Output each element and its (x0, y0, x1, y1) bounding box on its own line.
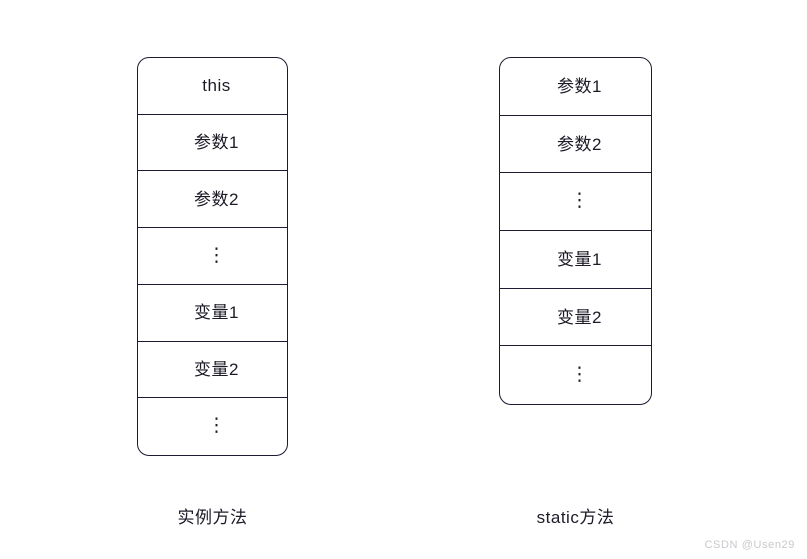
static-method-stack: 参数1 参数2 ⋮ 变量1 变量2 ⋮ (499, 57, 652, 405)
vertical-ellipsis-icon: ⋮ (207, 244, 226, 266)
stack-cell-label: 参数2 (557, 134, 602, 154)
vertical-ellipsis-icon: ⋮ (570, 190, 589, 212)
stack-cell-label: 变量1 (557, 249, 602, 269)
stack-cell-label: 变量2 (194, 359, 239, 379)
stack-cell-param-ellipsis: ⋮ (138, 228, 287, 285)
stack-cell-param-1: 参数1 (138, 115, 287, 172)
stack-cell-label: 参数1 (557, 76, 602, 96)
stack-cell-variable-2: 变量2 (500, 289, 651, 347)
stack-cell-param-2: 参数2 (138, 171, 287, 229)
stack-cell-variable-1: 变量1 (500, 231, 651, 289)
instance-method-caption: 实例方法 (177, 508, 248, 527)
stack-cell-param-ellipsis: ⋮ (500, 173, 651, 232)
instance-method-stack: this 参数1 参数2 ⋮ 变量1 变量2 ⋮ (137, 57, 288, 456)
stack-cell-variable-2: 变量2 (138, 342, 287, 399)
stack-cell-label: 变量2 (557, 307, 602, 327)
stack-cell-param-1: 参数1 (500, 58, 651, 116)
stack-cell-label: 参数2 (194, 189, 239, 209)
watermark: CSDN @Usen29 (704, 539, 795, 551)
stack-cell-variable-ellipsis: ⋮ (500, 346, 651, 404)
stack-cell-this: this (138, 58, 287, 115)
stack-cell-variable-1: 变量1 (138, 285, 287, 342)
static-method-caption: static方法 (536, 508, 615, 527)
vertical-ellipsis-icon: ⋮ (207, 415, 226, 437)
stack-cell-variable-ellipsis: ⋮ (138, 398, 287, 455)
stack-cell-param-2: 参数2 (500, 116, 651, 174)
stack-cell-label: this (202, 76, 231, 96)
stack-cell-label: 参数1 (194, 133, 239, 153)
stack-cell-label: 变量1 (194, 303, 239, 323)
vertical-ellipsis-icon: ⋮ (570, 363, 589, 385)
